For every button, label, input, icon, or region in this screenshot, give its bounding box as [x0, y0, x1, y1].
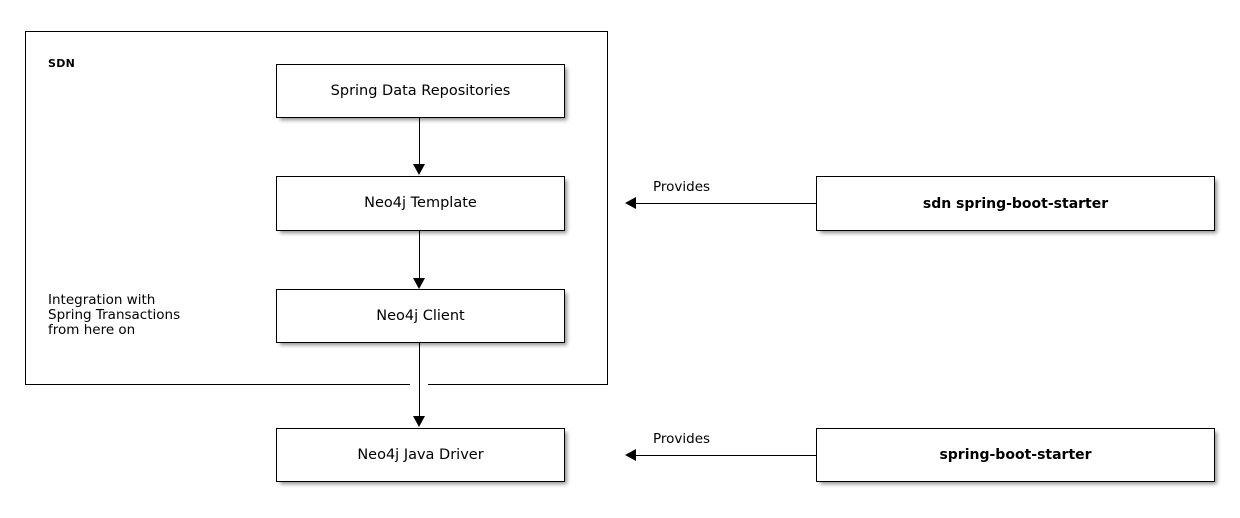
edge-template-to-client-line: [419, 231, 420, 278]
node-spring-boot-starter-label: spring-boot-starter: [939, 447, 1092, 463]
edge-boot-starter-provides-label: Provides: [653, 431, 711, 447]
edge-boot-starter-provides-line: [636, 455, 816, 456]
package-sdn-label: SDN: [48, 57, 76, 70]
node-neo4j-java-driver-label: Neo4j Java Driver: [357, 446, 484, 463]
node-neo4j-client[interactable]: Neo4j Client: [276, 289, 565, 343]
edge-boot-starter-provides-arrowhead: [625, 449, 636, 461]
edge-sdn-starter-provides-arrowhead: [625, 197, 636, 209]
edge-repos-to-template-line: [419, 118, 420, 164]
node-sdn-spring-boot-starter-label: sdn spring-boot-starter: [922, 195, 1109, 212]
node-neo4j-java-driver[interactable]: Neo4j Java Driver: [276, 428, 565, 482]
edge-client-to-driver-arrowhead: [413, 416, 425, 427]
node-spring-data-repositories-label: Spring Data Repositories: [330, 82, 511, 99]
edge-repos-to-template-arrowhead: [413, 164, 425, 175]
edge-client-to-driver-line: [419, 343, 420, 416]
node-sdn-spring-boot-starter[interactable]: sdn spring-boot-starter: [816, 176, 1215, 231]
edge-sdn-starter-provides-label: Provides: [653, 179, 711, 195]
package-sdn: [25, 31, 608, 385]
node-neo4j-template-label: Neo4j Template: [364, 195, 477, 212]
integration-note: Integration with Spring Transactions fro…: [48, 292, 181, 338]
node-neo4j-client-label: Neo4j Client: [376, 307, 465, 324]
node-neo4j-template[interactable]: Neo4j Template: [276, 176, 565, 231]
node-spring-data-repositories[interactable]: Spring Data Repositories: [276, 64, 565, 118]
edge-sdn-starter-provides-line: [636, 203, 816, 204]
edge-template-to-client-arrowhead: [413, 278, 425, 289]
node-spring-boot-starter[interactable]: spring-boot-starter: [816, 428, 1215, 482]
